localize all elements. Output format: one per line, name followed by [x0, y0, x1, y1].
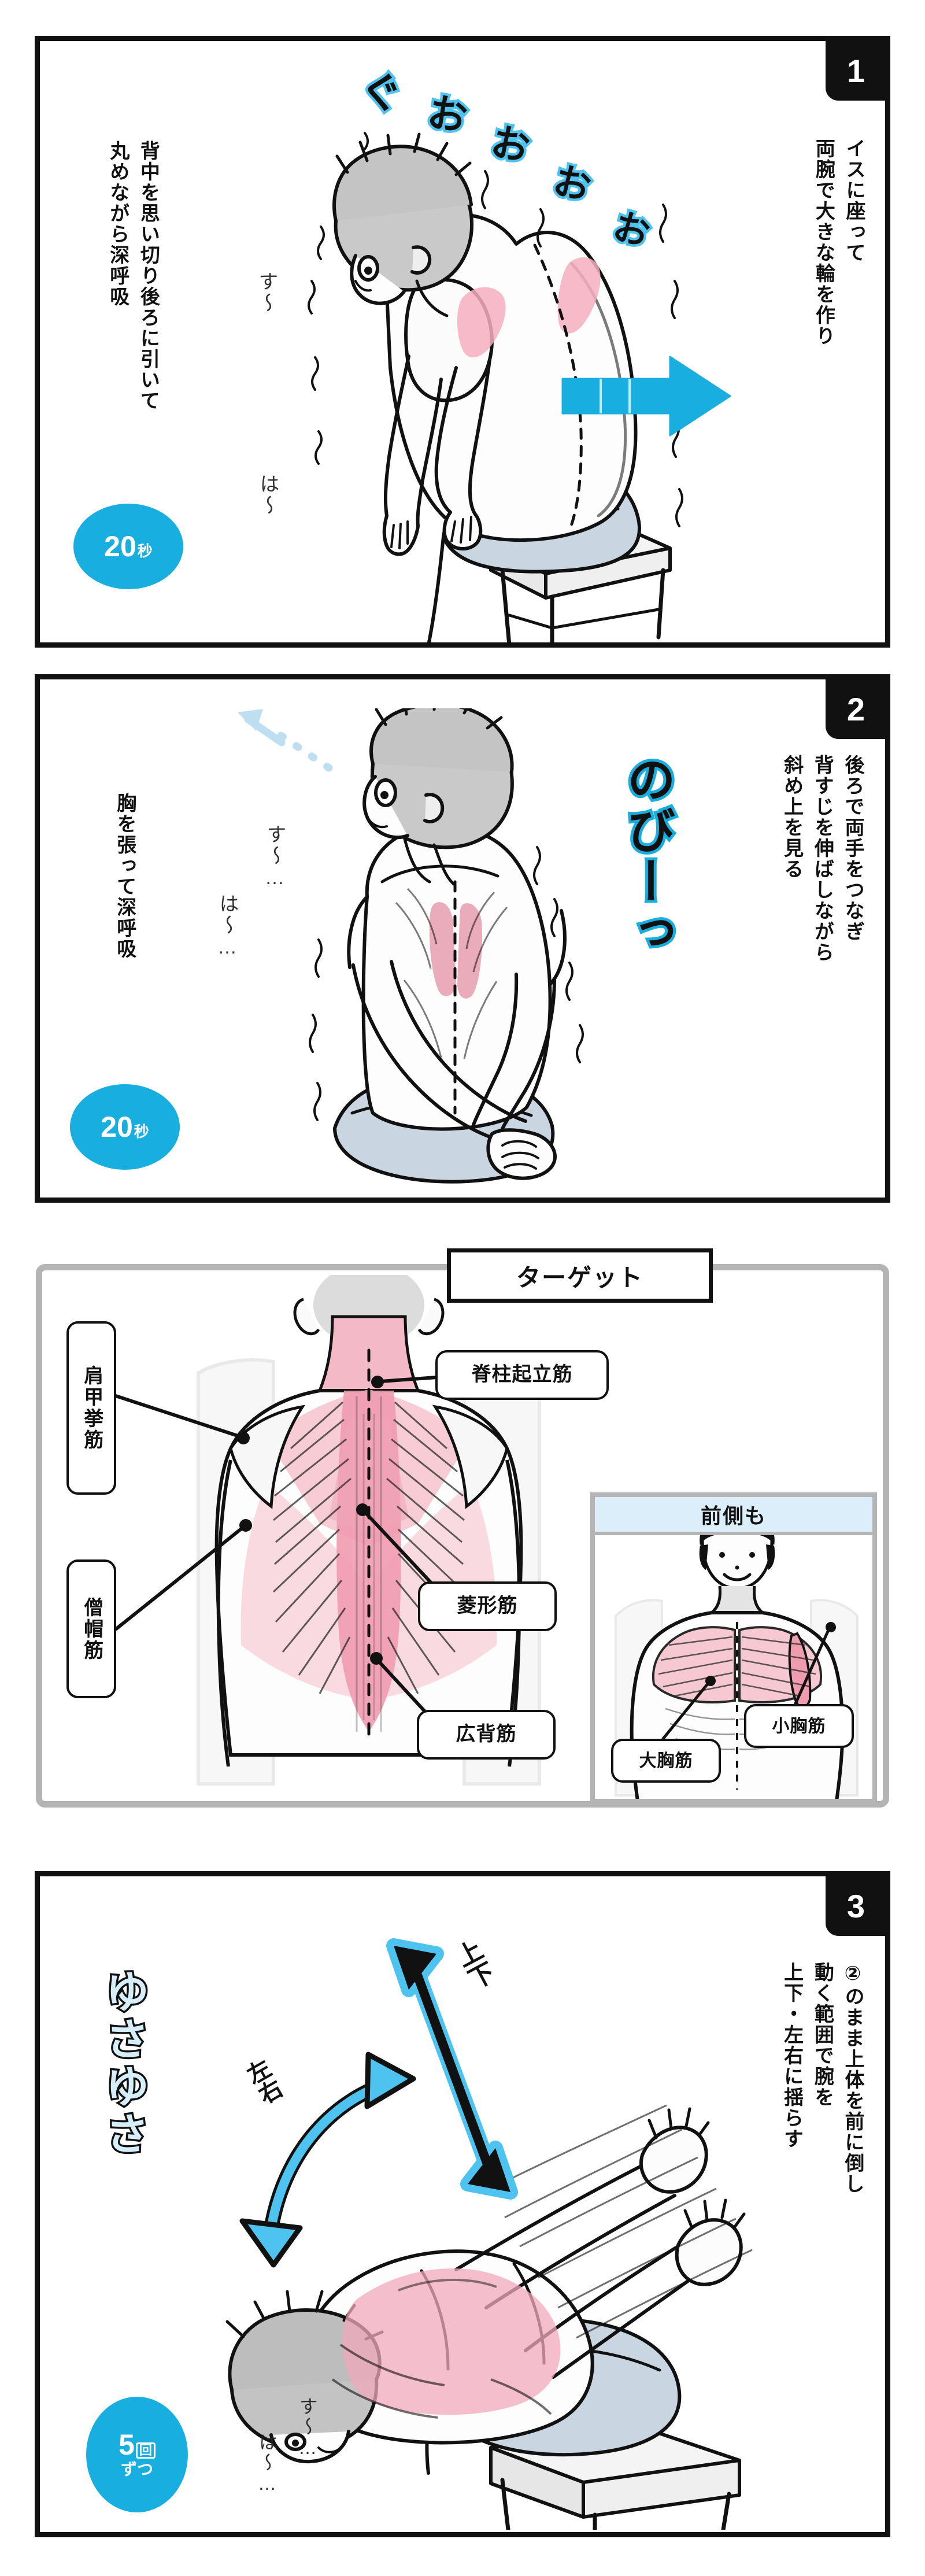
right-arrow-icon [560, 353, 734, 440]
reps-badge: 5 回 ずつ [86, 2397, 188, 2512]
leader-line-rhomboid [351, 1502, 443, 1594]
breath-in-text: す〜… [264, 824, 286, 890]
panel-2: のびーっ す〜… は〜… 後ろで両手をつなぎ 背すじを伸ばしながら 斜め上を見る… [35, 674, 890, 1203]
curved-arrow-icon [213, 2027, 421, 2270]
muscle-label-levator-scapulae: 肩甲挙筋 [66, 1321, 116, 1495]
panel-2-instruction-left: 胸を張って深呼吸 [113, 793, 136, 959]
breath-in-text: す〜 [256, 271, 278, 314]
sfx-yusa: ゆさゆさ [97, 1967, 150, 2161]
panel-1-instruction-left: 背中を思い切り後ろに引いて 丸めながら深呼吸 [106, 141, 160, 411]
breath-out-text: は〜… [257, 2433, 278, 2496]
leader-line-trapezius [110, 1519, 261, 1635]
dotted-arrow-icon [213, 700, 346, 775]
leader-line-levator-scapulae [112, 1392, 262, 1450]
sfx-char: ぐ [354, 65, 407, 121]
badge-main: 20 秒 [104, 532, 153, 561]
panel-number-badge: 1 [826, 41, 885, 101]
muscle-label-pectoralis-minor: 小胸筋 [744, 1704, 854, 1748]
badge-sub: ずつ [120, 2460, 153, 2479]
badge-value: 20 [101, 1111, 133, 1143]
illustration-torso-forward-swing [167, 1975, 780, 2530]
front-sub-header: 前側も [595, 1497, 872, 1535]
illustration-seated-round-back [213, 108, 734, 642]
panel-2-instruction-right: 後ろで両手をつなぎ 背すじを伸ばしながら 斜め上を見る [780, 755, 864, 963]
muscle-label-rhomboid: 菱形筋 [418, 1581, 557, 1631]
panel-1: ぐ お お お お す〜 は〜 イスに座って 両腕で大きな輪を作り 背中を思い切… [35, 36, 890, 648]
badge-value: 20 [104, 530, 136, 563]
breath-out-text: は〜… [216, 893, 238, 960]
badge-unit: 回 [135, 2442, 156, 2459]
muscle-label-latissimus-dorsi: 広背筋 [417, 1710, 556, 1760]
leader-line-pectoralis-major [658, 1674, 722, 1743]
panel-3-instruction-right: ②のまま上体を前に倒し 動く範囲で腕を 上下・左右に揺らす [780, 1962, 864, 2194]
illustration-seated-chest-open [231, 708, 705, 1198]
muscle-label-pectoralis-major: 大胸筋 [611, 1739, 721, 1783]
badge-main: 5 回 [119, 2430, 156, 2459]
sfx-nobi: のびーっ [617, 752, 678, 961]
breath-out-text: は〜 [257, 474, 279, 516]
double-arrow-icon [364, 1921, 537, 2216]
badge-unit: 秒 [134, 1123, 149, 1140]
badge-main: 20 秒 [101, 1113, 149, 1141]
muscle-label-erector-spinae: 脊柱起立筋 [435, 1350, 609, 1400]
panel-number-badge: 3 [826, 1876, 885, 1936]
panel-1-instruction-right: イスに座って 両腕で大きな輪を作り [812, 138, 865, 346]
badge-unit: 秒 [137, 542, 153, 560]
panel-3: 上下 左右 ゆさゆさ す〜… は〜… ②のまま上体を前に倒し 動く範囲で腕を 上… [35, 1871, 890, 2537]
panel-1-canvas: ぐ お お お お す〜 は〜 イスに座って 両腕で大きな輪を作り 背中を思い切… [40, 41, 885, 642]
duration-badge: 20 秒 [73, 504, 183, 589]
leader-line-erector-spinae [366, 1370, 447, 1393]
muscle-label-trapezius: 僧帽筋 [66, 1559, 116, 1698]
badge-value: 5 [119, 2429, 135, 2462]
front-sub-panel: 前側も [590, 1492, 877, 1803]
panel-number-badge: 2 [826, 679, 885, 739]
panel-2-canvas: のびーっ す〜… は〜… 後ろで両手をつなぎ 背すじを伸ばしながら 斜め上を見る… [40, 679, 885, 1198]
panel-3-canvas: 上下 左右 ゆさゆさ す〜… は〜… ②のまま上体を前に倒し 動く範囲で腕を 上… [40, 1876, 885, 2532]
leader-line-pectoralis-minor [786, 1621, 849, 1713]
breath-in-text: す〜… [297, 2397, 318, 2460]
target-panel: ターゲット [36, 1248, 889, 1808]
illustration-back-anatomy [129, 1275, 609, 1801]
duration-badge: 20 秒 [70, 1084, 180, 1170]
target-header: ターゲット [447, 1248, 713, 1303]
